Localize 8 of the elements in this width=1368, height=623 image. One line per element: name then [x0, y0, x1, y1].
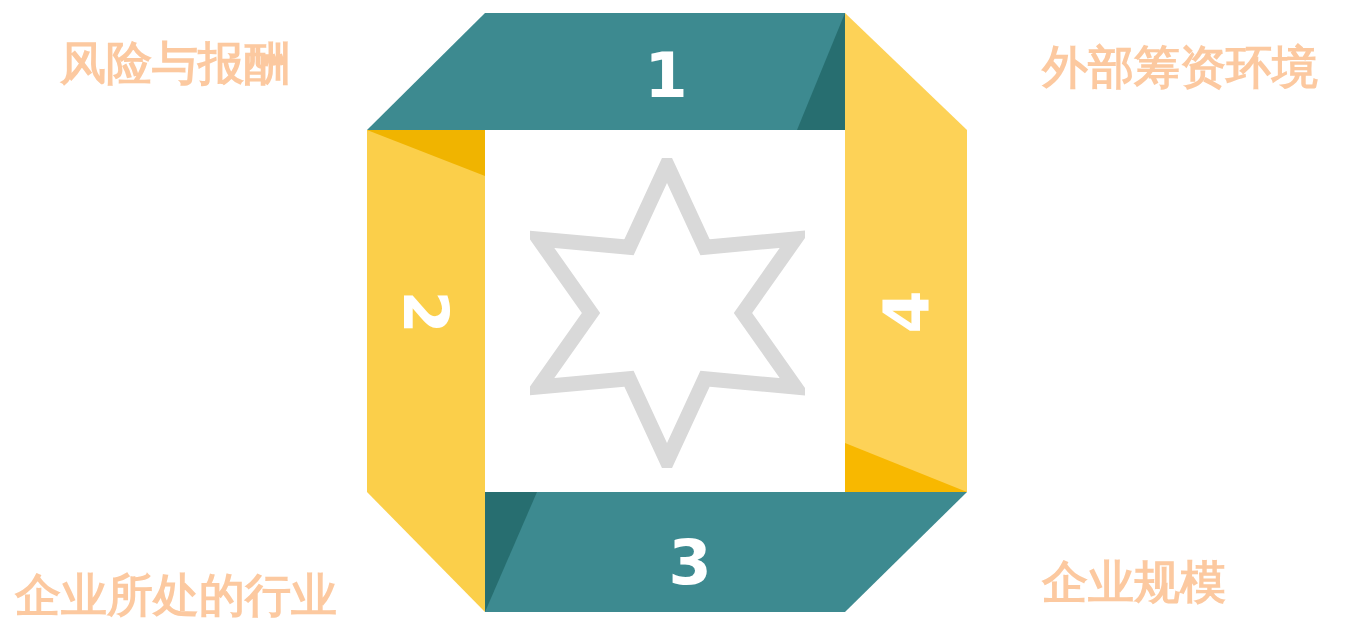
category-label: 企业规模 — [1042, 557, 1226, 608]
category-label: 外部筹资环境 — [1042, 42, 1318, 93]
category-label: 风险与报酬 — [60, 38, 290, 89]
step-number: 3 — [668, 532, 712, 594]
category-label: 企业所处的行业 — [15, 570, 337, 621]
step-number: 4 — [876, 290, 938, 334]
step-number: 2 — [394, 290, 456, 334]
step-number: 1 — [644, 45, 688, 107]
